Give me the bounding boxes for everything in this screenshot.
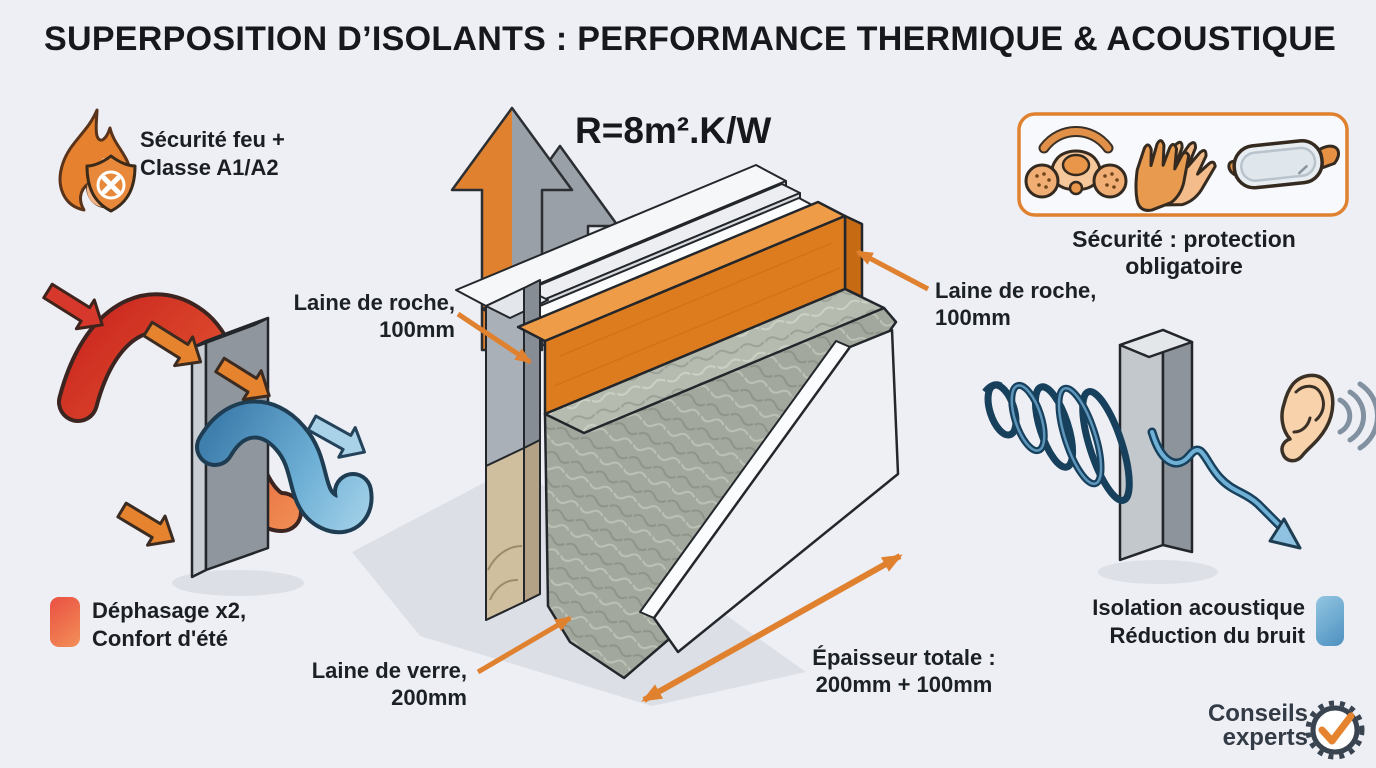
cool-wave-out-icon xyxy=(195,399,374,535)
wall-assembly-illustration xyxy=(352,106,930,706)
logo-line1: Conseils xyxy=(1207,700,1308,727)
safety-caption: Sécurité : protection obligatoire xyxy=(1072,226,1296,279)
orange-arrow-icon xyxy=(214,356,271,402)
respirator-icon xyxy=(1024,126,1128,199)
label-total-thickness: Épaisseur totale : 200mm + 100mm xyxy=(812,645,996,697)
fire-safety-label: Sécurité feu + Classe A1/A2 xyxy=(140,127,285,180)
annotation-arrows xyxy=(456,249,930,703)
orange-arrow-icon xyxy=(116,501,175,547)
wall-shadow xyxy=(1098,560,1218,584)
acoustic-swatch xyxy=(1316,596,1344,646)
arrow-total-thickness xyxy=(641,553,903,703)
label-rock-wool-right: Laine de roche, 100mm xyxy=(935,278,1097,330)
cross-mark xyxy=(101,175,121,195)
stud-frame xyxy=(485,279,549,621)
goggles-icon xyxy=(1227,139,1341,190)
ear-icon xyxy=(1280,373,1335,463)
arrow-rock-wool-left xyxy=(456,311,533,365)
cool-arrow-icon xyxy=(306,414,366,459)
gloves-icon xyxy=(1134,139,1217,212)
damped-wave-icon xyxy=(1147,427,1302,550)
orange-arrow-icon xyxy=(142,320,203,368)
heat-swatch xyxy=(50,597,80,647)
heat-arrow-icon xyxy=(42,282,104,331)
logo-line2: experts xyxy=(1222,724,1308,751)
arrow-glass-wool xyxy=(476,615,573,675)
label-rock-wool-left: Laine de roche, 100mm xyxy=(293,290,455,342)
label-glass-wool: Laine de verre, 200mm xyxy=(311,658,467,710)
safety-ppe-box xyxy=(1017,112,1349,217)
thermal-diagram xyxy=(42,282,374,596)
page-title: SUPERPOSITION D’ISOLANTS : PERFORMANCE T… xyxy=(44,20,1337,58)
flame-shield-icon xyxy=(58,108,137,213)
wall-slab-icon xyxy=(1118,328,1194,562)
wall-shadow xyxy=(172,570,304,596)
arrow-rock-wool-right xyxy=(855,249,930,292)
sound-waves-icon xyxy=(1337,381,1376,451)
acoustic-diagram xyxy=(982,328,1376,584)
flow-arrows xyxy=(42,282,366,547)
check-badge-icon xyxy=(1305,700,1365,760)
r-value-label: R=8m².K/W xyxy=(575,110,772,151)
legend-thermal-label: Déphasage x2, Confort d'été xyxy=(92,598,247,651)
legend-acoustic-label: Isolation acoustique Réduction du bruit xyxy=(1092,595,1305,648)
sound-spring-icon xyxy=(982,381,1133,504)
